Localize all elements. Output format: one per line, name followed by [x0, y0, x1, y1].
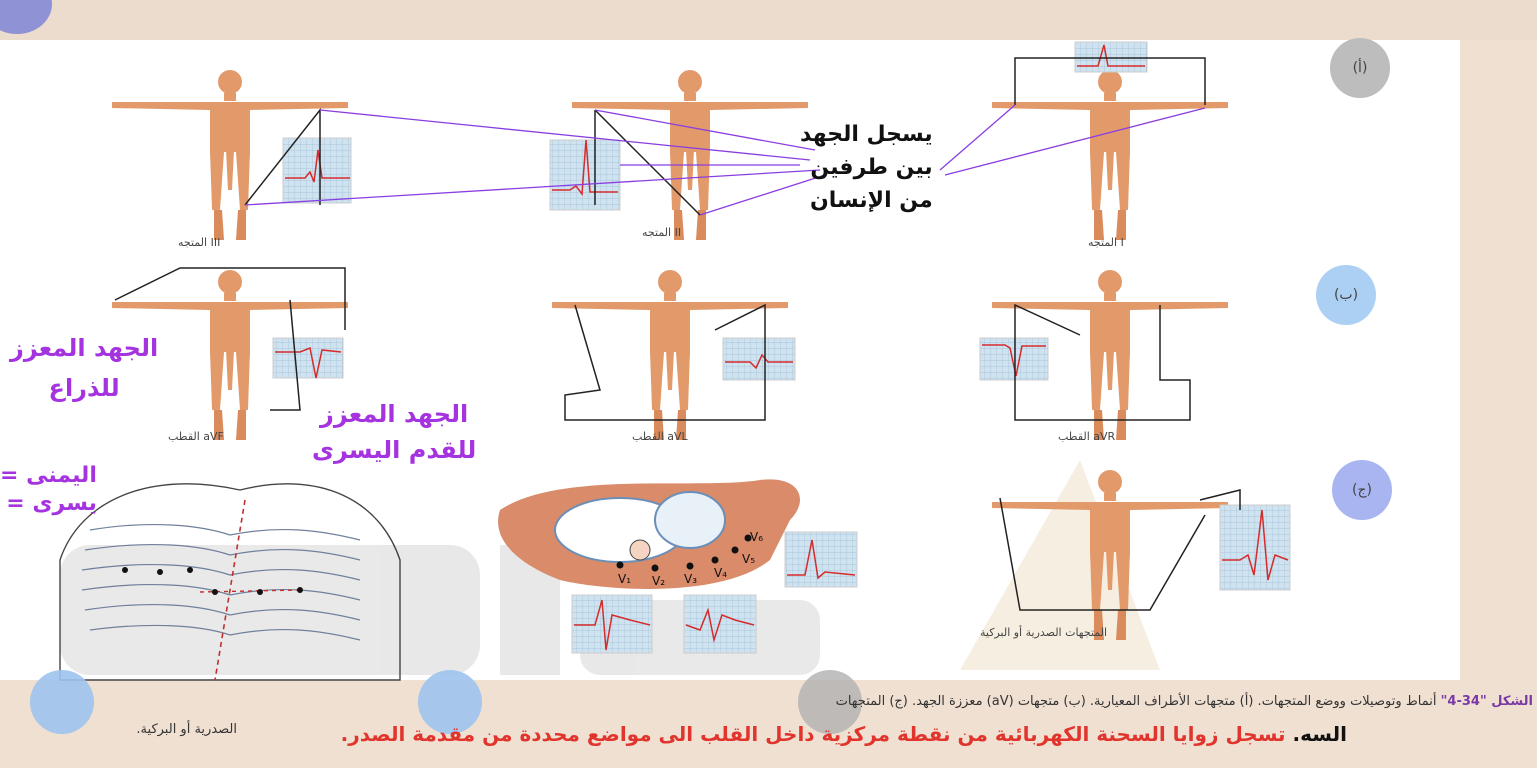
panel-label-c: (ج) [1332, 460, 1392, 520]
figure-caption-line2: الصدرية أو البركية. [136, 722, 237, 737]
lead-III-caption: المتجه III [178, 236, 220, 249]
v-label: V₂ [652, 574, 665, 588]
annotation-lines [245, 105, 1205, 215]
handwritten-note-leg: الجهد المعزز للقدم اليسرى [312, 396, 476, 468]
v-label: V₄ [714, 566, 727, 580]
lead-II-caption: المتجه II [642, 226, 681, 239]
panel-label-a: (أ) [1330, 38, 1390, 98]
lead-I-caption: المتجه I [1088, 236, 1124, 249]
aVF-caption: القطب aVF [168, 430, 224, 443]
figure-caption-line1: الشكل "34-4" أنماط وتوصيلات ووضع المتجها… [836, 694, 1533, 709]
aVR-caption: القطب aVR [1058, 430, 1115, 443]
v-label: V₃ [684, 572, 697, 586]
v-label: V₆ [750, 530, 763, 544]
panel-label-b: (ب) [1316, 265, 1376, 325]
aVR-figure [980, 270, 1228, 440]
handwritten-note-arm: الجهد المعزز للذراع [10, 328, 158, 408]
handwritten-note-right-left: اليمنى = يسرى = [0, 462, 97, 518]
handwritten-note-center: يسجل الجهد بين طرفين من الإنسان [800, 118, 933, 217]
handwritten-caption-note: السه. تسجل زوايا السحنة الكهربائية من نق… [341, 722, 1347, 746]
lead-I-figure [992, 42, 1228, 240]
aVL-figure [552, 270, 795, 440]
chest-leads-caption: المتجهات الصدرية أو البركية [980, 626, 1107, 639]
v-label: V₅ [742, 552, 755, 566]
lead-III-figure [112, 70, 351, 240]
lead-II-figure [550, 70, 808, 240]
aVL-caption: القطب aVL [632, 430, 688, 443]
v-label: V₁ [618, 572, 631, 586]
